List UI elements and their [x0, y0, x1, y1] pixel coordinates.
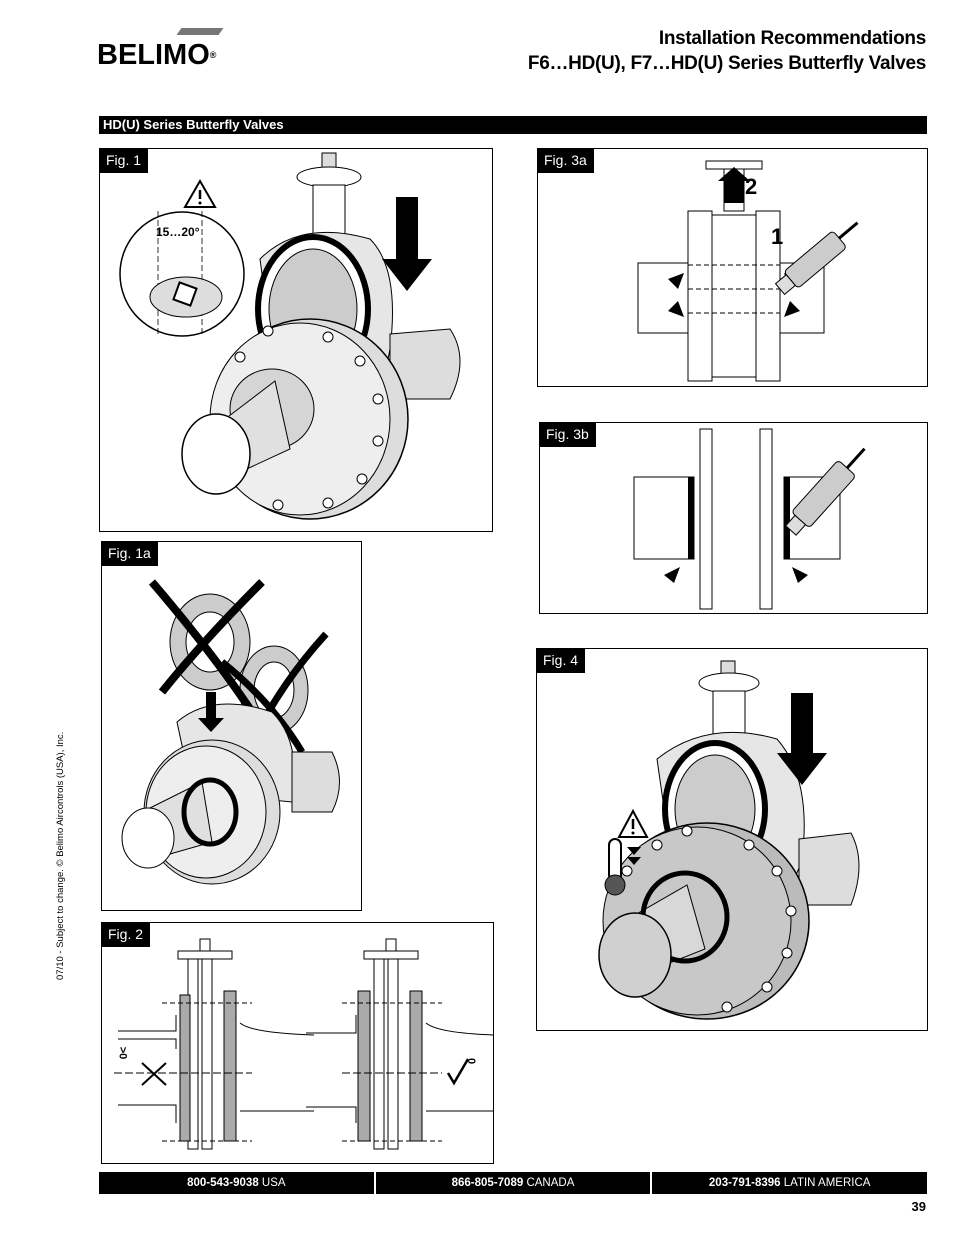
phone-number: 203-791-8396 [708, 1177, 781, 1189]
figure-label: Fig. 1 [100, 149, 149, 173]
figure-4: Fig. 4 [536, 648, 928, 1031]
page-title-line2: F6…HD(U), F7…HD(U) Series Butterfly Valv… [527, 53, 926, 74]
belimo-logo: BELIMO® [97, 28, 224, 73]
footer-contact-latin-america: 203-791-8396 LATIN AMERICA [652, 1172, 928, 1194]
figure-1a: Fig. 1a [101, 541, 362, 911]
figure-3a: Fig. 3a 2 1 [537, 148, 928, 387]
page-number: 39 [911, 1199, 926, 1214]
phone-number: 800-543-9038 [187, 1177, 259, 1189]
region-label: LATIN AMERICA [783, 1177, 871, 1189]
phone-number: 866-805-7089 [451, 1177, 524, 1189]
angle-annotation: 15…20° [156, 225, 200, 239]
logo-slash-mark [194, 28, 224, 35]
figure-1: Fig. 1 15…2 [99, 148, 493, 532]
figure-label: Fig. 2 [102, 923, 151, 947]
copyright-side-note: 07/10 - Subject to change. © Belimo Airc… [55, 731, 66, 980]
alignment-cross-section [114, 938, 493, 1150]
flange-welding-illustration [633, 428, 866, 610]
footer-contact-canada: 866-805-7089 CANADA [375, 1172, 651, 1194]
figure-3b: Fig. 3b [539, 422, 928, 614]
brand-registered-mark: ® [209, 50, 217, 60]
page-title-line1: Installation Recommendations [658, 28, 926, 49]
incorrect-gasket-illustration [121, 579, 340, 885]
section-heading: HD(U) Series Butterfly Valves [99, 116, 927, 134]
step-number-2: 2 [745, 174, 758, 199]
welding-sequence-illustration [637, 160, 859, 382]
figure-label: Fig. 4 [537, 649, 586, 673]
figure-label: Fig. 1a [102, 542, 158, 566]
offset-marker-left: >0 [116, 1046, 129, 1060]
figure-2: Fig. 2 [101, 922, 494, 1164]
step-number-1: 1 [771, 224, 784, 249]
figure-label: Fig. 3b [540, 423, 596, 447]
region-label: CANADA [526, 1177, 575, 1189]
brand-name: BELIMO [97, 39, 210, 71]
valve-install-illustration [119, 152, 461, 520]
offset-marker-right: 0 [465, 1057, 478, 1065]
region-label: USA [261, 1177, 286, 1189]
valve-flange-assembly [598, 660, 860, 1020]
footer-contact-bar: 800-543-9038 USA 866-805-7089 CANADA 203… [99, 1172, 928, 1194]
figure-label: Fig. 3a [538, 149, 594, 173]
footer-contact-usa: 800-543-9038 USA [99, 1172, 374, 1194]
